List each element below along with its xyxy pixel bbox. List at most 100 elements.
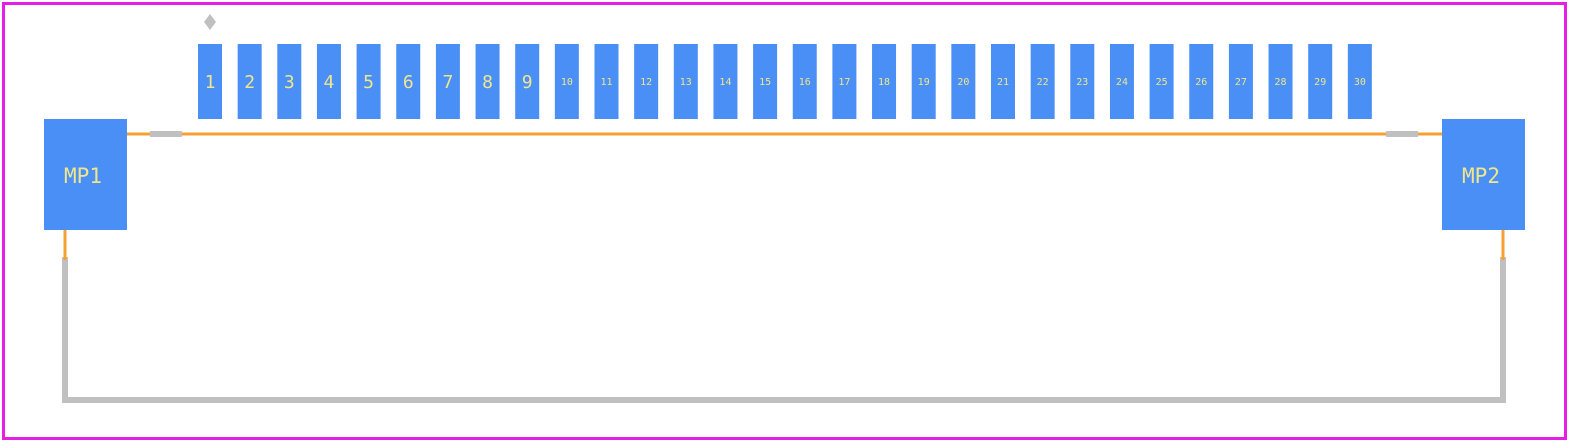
signal-pad-12: 12 [634,44,659,119]
signal-pad-copper [594,44,619,119]
signal-pad-20: 20 [951,44,976,119]
signal-pad-label: 7 [442,72,453,93]
mounting-pad-mp1-label: MP1 [64,164,102,188]
signal-pad-10: 10 [554,44,579,119]
signal-pad-copper [753,44,778,119]
signal-pad-27: 27 [1228,44,1253,119]
mounting-pad-mp1: MP1 [44,119,127,230]
signal-pad-label: 24 [1116,77,1128,88]
signal-pad-label: 15 [759,77,771,88]
signal-pad-copper [1189,44,1214,119]
signal-pad-24: 24 [1109,44,1134,119]
signal-pad-label: 29 [1314,77,1326,88]
signal-pad-label: 25 [1156,77,1168,88]
signal-pad-copper [1228,44,1253,119]
signal-pad-copper [396,44,421,119]
signal-pad-label: 5 [363,72,374,93]
signal-pad-14: 14 [713,44,738,119]
signal-pad-18: 18 [872,44,897,119]
signal-pad-label: 4 [324,72,335,93]
signal-pad-label: 11 [600,77,612,88]
mounting-pad-mp2-label: MP2 [1462,164,1500,188]
signal-pad-17: 17 [832,44,857,119]
signal-pad-label: 22 [1037,77,1049,88]
signal-pad-copper [951,44,976,119]
signal-pad-3: 3 [277,44,302,119]
signal-pad-copper [1149,44,1174,119]
signal-pad-label: 12 [640,77,652,88]
signal-pad-copper [1347,44,1372,119]
signal-pad-copper [991,44,1015,119]
signal-pad-copper [673,44,698,119]
signal-pad-30: 30 [1347,44,1372,119]
signal-pad-copper [198,44,222,119]
signal-pad-19: 19 [911,44,936,119]
board-outline [2,2,1567,440]
signal-pad-label: 10 [561,77,573,88]
signal-pad-label: 27 [1235,77,1247,88]
signal-pad-29: 29 [1308,44,1333,119]
mounting-pad-mp2: MP2 [1442,119,1525,230]
signal-pad-label: 16 [799,77,811,88]
signal-pad-label: 6 [403,72,414,93]
signal-pad-label: 28 [1275,77,1287,88]
signal-pad-copper [515,44,540,119]
signal-pad-copper [356,44,381,119]
signal-pad-9: 9 [515,44,540,119]
signal-pad-copper [1030,44,1055,119]
pin1-diamond-icon [204,14,216,30]
signal-pad-copper [634,44,659,119]
signal-pad-25: 25 [1149,44,1174,119]
signal-pad-label: 17 [838,77,850,88]
signal-pad-1: 1 [198,44,222,119]
signal-pad-copper [1308,44,1333,119]
signal-pad-7: 7 [435,44,460,119]
assembly-outline [63,132,1505,260]
signal-pad-label: 1 [205,72,216,93]
signal-pad-label: 18 [878,77,890,88]
signal-pad-8: 8 [475,44,500,119]
signal-pad-2: 2 [237,44,262,119]
signal-pad-label: 23 [1076,77,1088,88]
signal-pad-26: 26 [1189,44,1214,119]
signal-pad-copper [316,44,341,119]
signal-pad-label: 26 [1195,77,1207,88]
signal-pad-label: 20 [957,77,969,88]
signal-pad-label: 13 [680,77,692,88]
signal-pad-copper [792,44,817,119]
signal-pad-label: 21 [997,77,1009,88]
signal-pad-label: 9 [522,72,533,93]
signal-pad-label: 19 [918,77,930,88]
signal-pad-16: 16 [792,44,817,119]
mounting-pad-group: MP1 MP2 [44,119,1525,230]
signal-pad-copper [237,44,262,119]
signal-pad-28: 28 [1268,44,1293,119]
signal-pad-copper [832,44,857,119]
signal-pad-23: 23 [1070,44,1095,119]
signal-pad-copper [911,44,936,119]
signal-pad-label: 14 [719,77,731,88]
signal-pad-copper [1109,44,1134,119]
signal-pad-copper [475,44,500,119]
signal-pad-copper [554,44,579,119]
mounting-pad-mp1-copper [44,119,127,230]
signal-pad-4: 4 [316,44,341,119]
signal-pad-13: 13 [673,44,698,119]
signal-pad-label: 2 [244,72,255,93]
signal-pad-22: 22 [1030,44,1055,119]
signal-pad-copper [1268,44,1293,119]
signal-pad-copper [1070,44,1095,119]
mounting-pad-mp2-copper [1442,119,1525,230]
signal-pad-label: 8 [482,72,493,93]
signal-pad-21: 21 [991,44,1015,119]
signal-pad-11: 11 [594,44,619,119]
signal-pad-label: 30 [1354,77,1366,88]
signal-pad-5: 5 [356,44,381,119]
signal-pad-copper [713,44,738,119]
signal-pad-copper [277,44,302,119]
signal-pad-15: 15 [753,44,778,119]
signal-pad-6: 6 [396,44,421,119]
signal-pad-label: 3 [284,72,295,93]
